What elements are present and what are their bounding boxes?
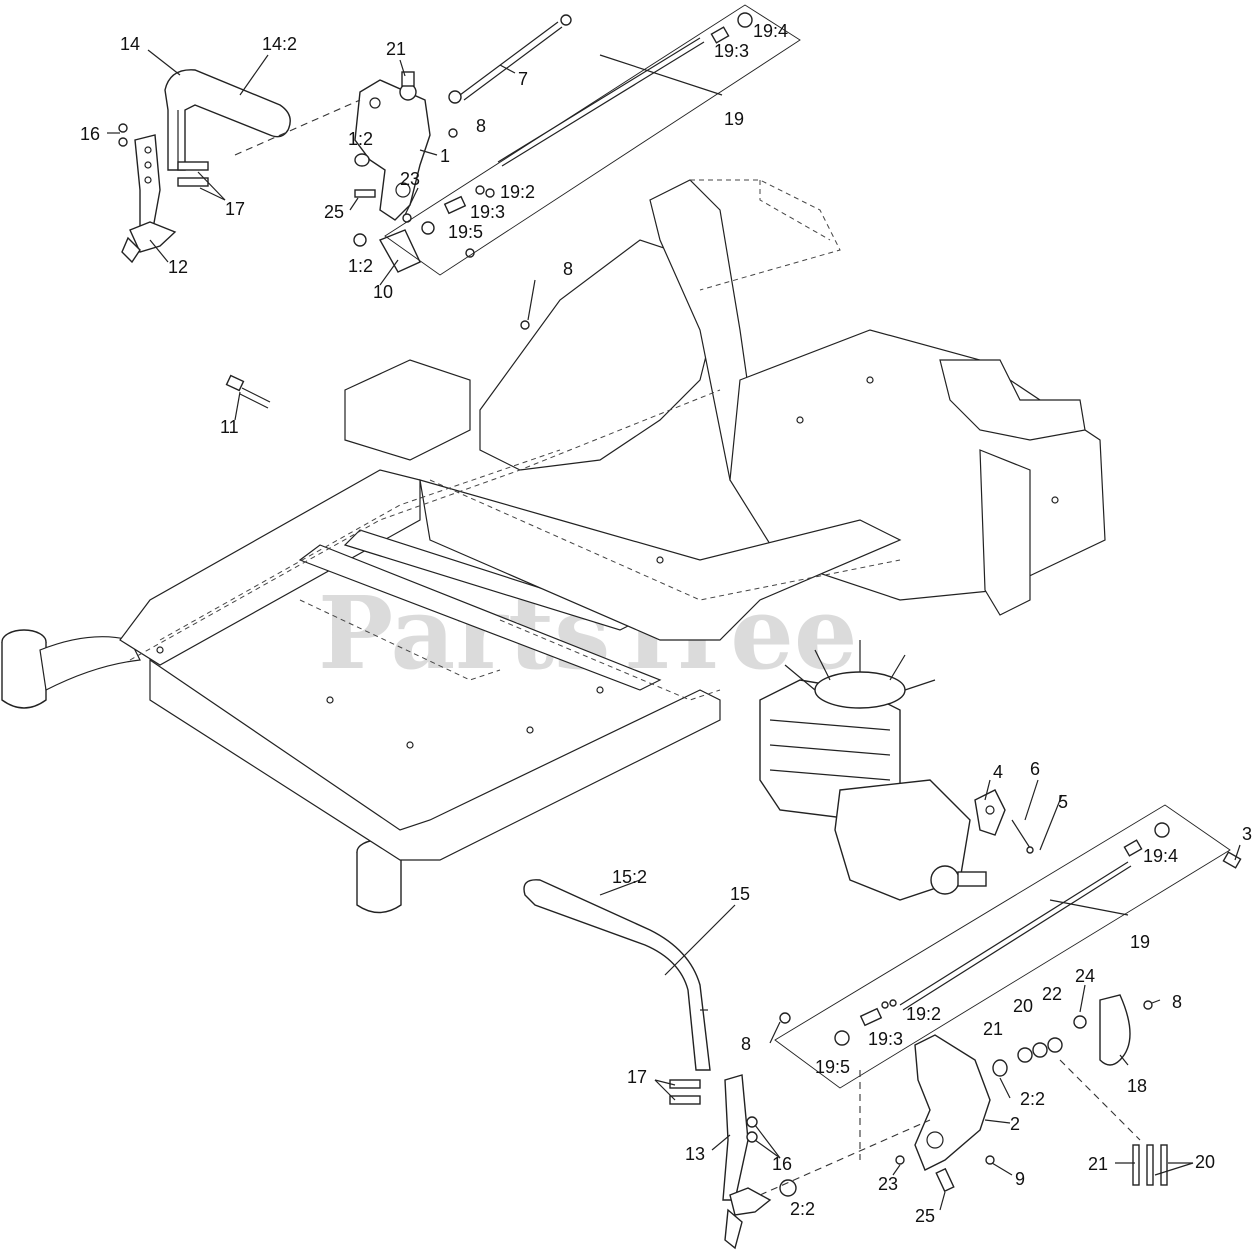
callout-19-2-lower: 19:2 — [906, 1004, 941, 1024]
callout-21-lower: 21 — [1088, 1154, 1108, 1174]
callout-19-4-lower: 19:4 — [1143, 846, 1178, 866]
callout-23-lower: 23 — [878, 1174, 898, 1194]
right-control-lever — [523, 879, 797, 1250]
callout-19-lower: 19 — [1130, 932, 1150, 952]
callout-8: 8 — [476, 116, 486, 136]
callout-8-mid: 8 — [563, 259, 573, 279]
hidden-lines — [234, 99, 1141, 1196]
callout-19-4: 19:4 — [753, 21, 788, 41]
callout-25-lower: 25 — [915, 1206, 935, 1226]
callout-labels: 14 14:2 16 17 12 21 1:2 1 8 23 25 1:2 10… — [80, 21, 1252, 1226]
callout-13: 13 — [685, 1144, 705, 1164]
callout-19-5: 19:5 — [448, 222, 483, 242]
lower-rod-assembly — [774, 804, 1242, 1089]
left-control-lever — [118, 69, 291, 264]
callout-2: 2 — [1010, 1114, 1020, 1134]
callout-3: 3 — [1242, 824, 1252, 844]
callout-1: 1 — [440, 146, 450, 166]
callout-17-lower: 17 — [627, 1067, 647, 1087]
bolt-11 — [225, 374, 271, 409]
callout-12: 12 — [168, 257, 188, 277]
callout-2-2-upper: 2:2 — [1020, 1089, 1045, 1109]
callout-21: 21 — [386, 39, 406, 59]
callout-22: 22 — [1042, 984, 1062, 1004]
callout-6: 6 — [1030, 759, 1040, 779]
callout-19-5-lower: 19:5 — [815, 1057, 850, 1077]
callout-23: 23 — [400, 169, 420, 189]
nut-8 — [520, 320, 530, 330]
callout-16-lower: 16 — [772, 1154, 792, 1174]
callout-11: 11 — [220, 417, 239, 437]
callout-4: 4 — [993, 762, 1003, 782]
mower-frame — [1, 179, 1106, 914]
callout-1-2: 1:2 — [348, 129, 373, 149]
callout-15: 15 — [730, 884, 750, 904]
callout-19-3-lower: 19:3 — [868, 1029, 903, 1049]
callout-15-2: 15:2 — [612, 867, 647, 887]
transmission-assembly — [759, 640, 1034, 901]
callout-19: 19 — [724, 109, 744, 129]
callout-8-right: 8 — [1172, 992, 1182, 1012]
callout-18: 18 — [1127, 1076, 1147, 1096]
callout-20: 20 — [1013, 996, 1033, 1016]
upper-rods — [384, 4, 801, 276]
callout-21-mid: 21 — [983, 1019, 1003, 1039]
callout-14-2: 14:2 — [262, 34, 297, 54]
callout-9: 9 — [1015, 1169, 1025, 1189]
callout-19-2: 19:2 — [500, 182, 535, 202]
callout-8-lower-left: 8 — [741, 1034, 751, 1054]
callout-10: 10 — [373, 282, 393, 302]
callout-2-2-lower: 2:2 — [790, 1199, 815, 1219]
callout-1-2-lower: 1:2 — [348, 256, 373, 276]
callout-24: 24 — [1075, 966, 1095, 986]
callout-19-3: 19:3 — [714, 41, 749, 61]
leader-lines — [107, 49, 1241, 1211]
callout-14: 14 — [120, 34, 140, 54]
callout-5: 5 — [1058, 792, 1068, 812]
callout-16: 16 — [80, 124, 100, 144]
callout-7: 7 — [518, 69, 528, 89]
callout-20-lower: 20 — [1195, 1152, 1215, 1172]
callout-19-3-mid: 19:3 — [470, 202, 505, 222]
lower-bracket-assembly — [895, 994, 1168, 1193]
callout-17: 17 — [225, 199, 245, 219]
callout-25: 25 — [324, 202, 344, 222]
